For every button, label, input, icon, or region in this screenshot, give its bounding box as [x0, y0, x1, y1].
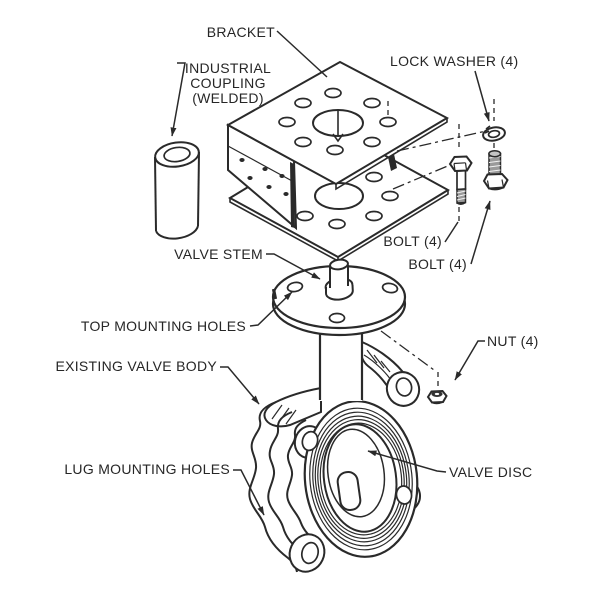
labels: BRACKET INDUSTRIAL COUPLING (WELDED) LOC…	[55, 24, 538, 480]
label-valve-stem: VALVE STEM	[174, 246, 263, 262]
top-mounting-hole	[286, 281, 304, 293]
valve-disc	[322, 423, 398, 533]
label-lock-washer: LOCK WASHER (4)	[390, 53, 518, 69]
label-nut: NUT (4)	[487, 333, 539, 349]
leader-lock-washer	[474, 70, 490, 122]
bracket-tab	[388, 154, 397, 171]
label-top-mounting-holes: TOP MOUNTING HOLES	[81, 318, 246, 334]
valve-neck	[318, 332, 364, 401]
leader-bracket	[276, 30, 328, 78]
label-industrial-coupling-3: (WELDED)	[192, 90, 264, 106]
label-industrial-coupling-1: INDUSTRIAL	[185, 60, 271, 76]
leader-valve-disc	[367, 450, 447, 473]
stud-bolt	[482, 149, 509, 191]
leader-existing-valve-body	[220, 366, 260, 405]
lug-mounting-hole	[300, 377, 413, 565]
leader-top-mounting-holes	[249, 291, 293, 327]
leader-nut	[454, 340, 485, 381]
hex-bolt	[448, 155, 473, 205]
top-mounting-hole	[381, 282, 399, 294]
valve-body	[248, 340, 421, 573]
label-bolt-a: BOLT (4)	[383, 233, 442, 249]
weld-slot	[290, 162, 295, 228]
disc-hub	[336, 471, 362, 511]
center-lines	[380, 99, 495, 389]
label-existing-valve-body: EXISTING VALVE BODY	[55, 358, 217, 374]
industrial-coupling	[154, 141, 200, 240]
label-lug-mounting-holes: LUG MOUNTING HOLES	[64, 461, 230, 477]
lock-washer	[482, 125, 506, 142]
leader-lines	[170, 30, 491, 516]
label-industrial-coupling-2: COUPLING	[190, 75, 266, 91]
mounting-flange	[271, 258, 407, 337]
leader-bolt-b	[470, 200, 491, 265]
valve-stem	[324, 258, 354, 301]
top-mounting-hole	[328, 312, 346, 324]
leader-lug-mounting-holes	[233, 469, 265, 516]
leader-coupling	[170, 62, 186, 137]
label-valve-disc: VALVE DISC	[449, 464, 532, 480]
bracket-top-plate	[225, 60, 450, 191]
leader-valve-stem	[266, 253, 321, 280]
label-bolt-b: BOLT (4)	[408, 256, 467, 272]
hex-nut	[426, 389, 448, 405]
label-bracket: BRACKET	[207, 24, 275, 40]
left-arm-lug	[263, 386, 322, 428]
leader-bolt-a	[444, 221, 459, 243]
